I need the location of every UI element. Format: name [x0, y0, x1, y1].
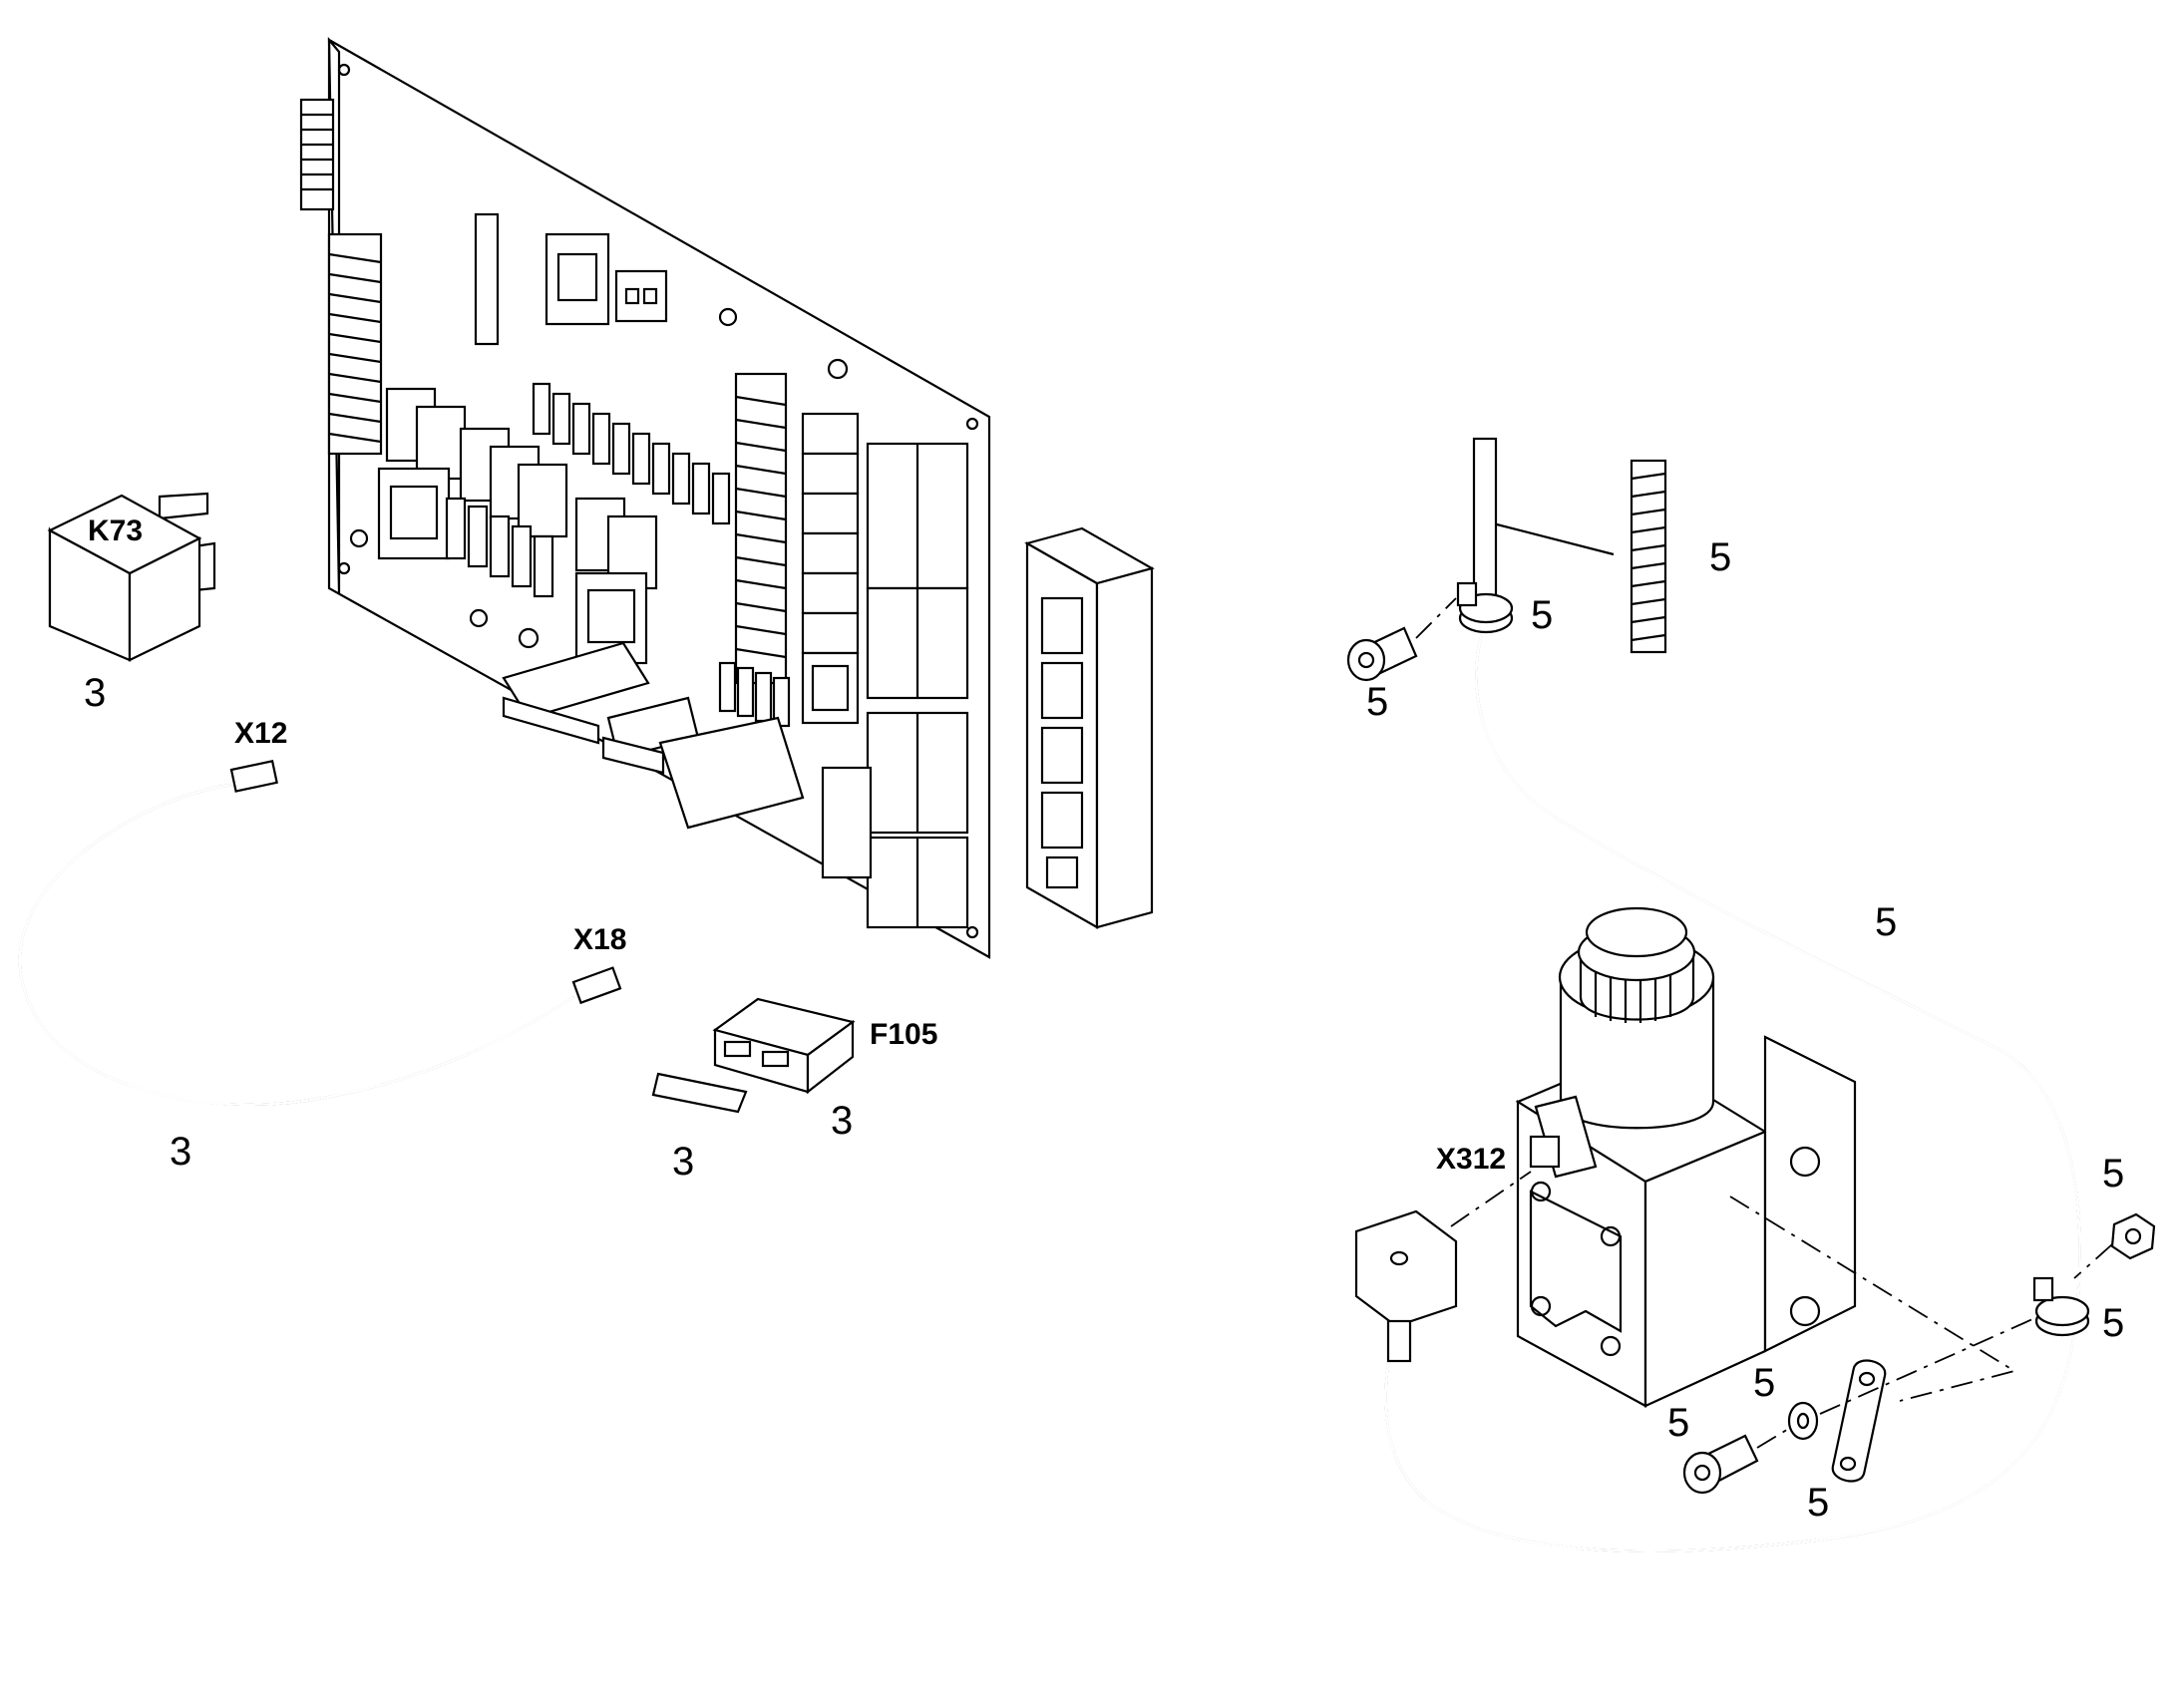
leader-line-sleeve — [1492, 521, 1615, 556]
item-number-washer: 5 — [1753, 1361, 1775, 1405]
harness-cable — [1384, 437, 2090, 1552]
nut — [2110, 1212, 2156, 1260]
circuit-board — [299, 36, 991, 959]
fuse-f105 — [712, 997, 856, 1095]
board-connectors-lower — [502, 641, 805, 830]
item-number-screw-bottom: 5 — [1667, 1401, 1689, 1445]
assembly-line-plate — [1819, 1315, 2040, 1415]
connector-plug — [1354, 1209, 1458, 1363]
spiral-sleeve — [1630, 459, 1667, 654]
item-number-strip: 3 — [672, 1140, 694, 1184]
label-x18: X18 — [573, 923, 626, 956]
washer — [1787, 1401, 1819, 1441]
item-number-plate: 5 — [1807, 1481, 1829, 1525]
board-fuse-row — [532, 382, 731, 525]
solenoid-valve — [1515, 906, 2017, 1408]
label-x12: X12 — [234, 717, 287, 750]
board-left-terminal-strip — [327, 232, 383, 456]
label-k73: K73 — [88, 514, 143, 547]
mounting-plate — [1831, 1359, 1887, 1483]
board-top-terminal — [299, 98, 335, 211]
item-number-clamp-right: 5 — [2102, 1301, 2124, 1345]
assembly-line-top-screw — [1415, 597, 1457, 639]
assembly-line-nut — [2073, 1243, 2113, 1279]
item-number-nut: 5 — [2102, 1152, 2124, 1196]
edge-connector — [1024, 526, 1155, 929]
board-relay-sockets-left — [377, 387, 658, 665]
label-f105: F105 — [870, 1018, 937, 1051]
screw-bottom — [1682, 1434, 1759, 1495]
board-relay-column-right — [801, 412, 860, 725]
item-number-cable: 3 — [170, 1130, 191, 1174]
item-number-relay: 3 — [84, 671, 106, 715]
item-number-harness: 5 — [1875, 900, 1897, 944]
item-number-clamp-top: 5 — [1531, 593, 1553, 637]
screw-top — [1346, 626, 1418, 682]
item-number-screw-top: 5 — [1366, 680, 1388, 724]
item-number-sleeve: 5 — [1709, 535, 1731, 579]
assembly-line-plug — [1450, 1171, 1532, 1227]
cable-x12-x18 — [18, 759, 622, 1107]
item-number-fuse: 3 — [831, 1099, 853, 1143]
relay-k73 — [47, 492, 216, 662]
board-terminal-blocks-right — [866, 442, 969, 929]
label-strip — [651, 1072, 748, 1114]
board-central-terminal-column — [734, 372, 788, 685]
label-x312: X312 — [1436, 1143, 1506, 1176]
assembly-line-bottom-screw — [1756, 1427, 1791, 1449]
